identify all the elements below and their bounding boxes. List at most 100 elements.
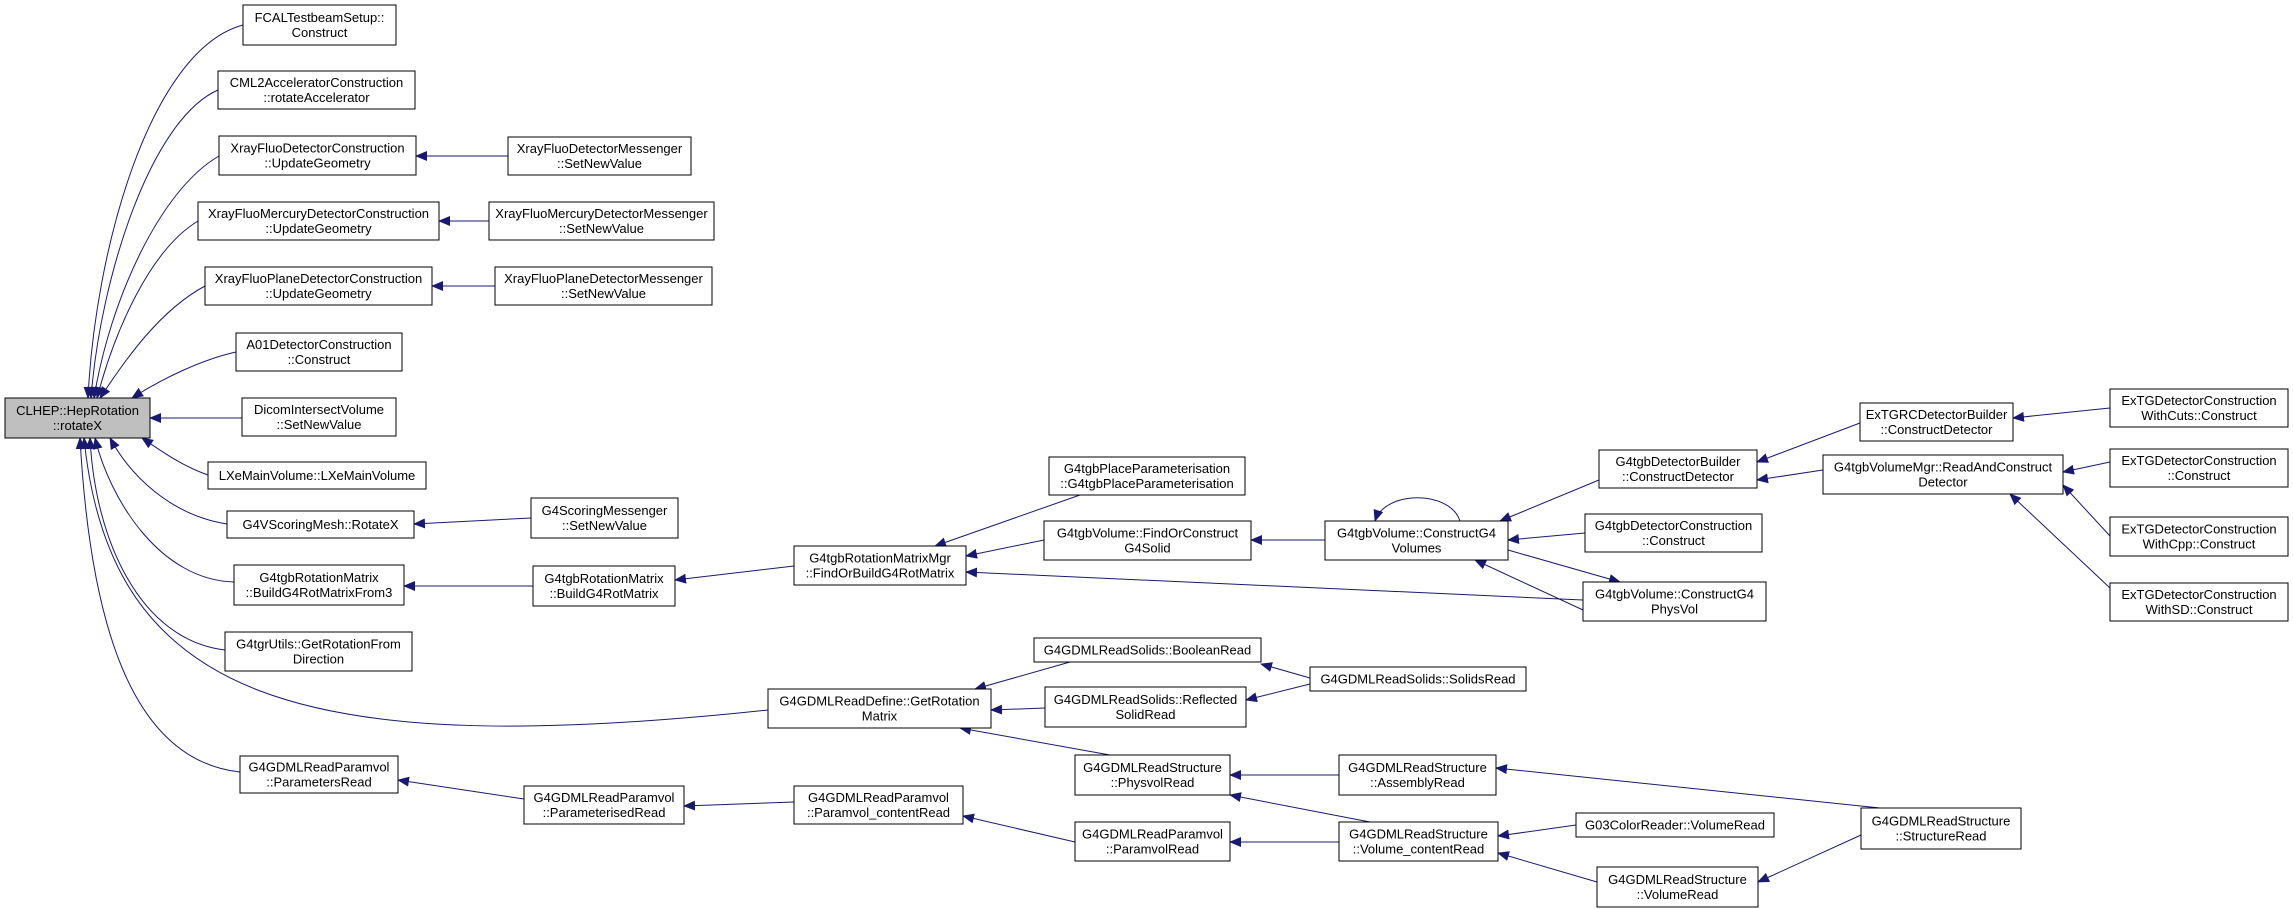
call-edge <box>2062 461 2111 475</box>
node-box <box>1044 686 1247 728</box>
node-box <box>507 136 692 176</box>
node-box <box>1033 637 1262 663</box>
graph-node[interactable]: G4tgbPlaceParameterisation::G4tgbPlacePa… <box>1048 456 1246 496</box>
graph-node[interactable]: ExTGDetectorConstruction::Construct <box>2109 448 2289 488</box>
node-label: G4GDMLReadStructure <box>1608 872 1747 887</box>
node-label: ::UpdateGeometry <box>265 221 372 236</box>
node-box <box>233 564 405 606</box>
graph-node[interactable]: G4GDMLReadSolids::BooleanRead <box>1033 637 1262 663</box>
call-edge <box>2009 493 2111 589</box>
graph-node[interactable]: G4GDMLReadParamvol::ParamvolRead <box>1074 821 1231 862</box>
call-edge <box>962 813 1076 843</box>
node-box <box>2109 448 2289 488</box>
node-label: G4GDMLReadParamvol <box>249 760 390 775</box>
node-label: ::ParametersRead <box>266 775 372 790</box>
graph-node[interactable]: ExTGDetectorConstructionWithCpp::Constru… <box>2109 516 2289 557</box>
call-edge <box>1756 422 1861 463</box>
graph-node[interactable]: LXeMainVolume::LXeMainVolume <box>207 461 427 490</box>
call-edge <box>683 800 795 811</box>
graph-node[interactable]: XrayFluoDetectorConstruction::UpdateGeom… <box>218 135 417 176</box>
graph-node[interactable]: G4VScoringMesh::RotateX <box>226 510 415 539</box>
graph-node[interactable]: ExTGRCDetectorBuilder::ConstructDetector <box>1859 402 2014 442</box>
node-label: G4GDMLReadSolids::SolidsRead <box>1320 672 1515 687</box>
graph-node[interactable]: G4GDMLReadStructure::AssemblyRead <box>1338 754 1497 796</box>
node-label: G4VScoringMesh::RotateX <box>242 517 398 532</box>
node-label: ExTGDetectorConstruction <box>2121 587 2276 602</box>
graph-node[interactable]: FCALTestbeamSetup::Construct <box>242 4 397 46</box>
graph-node[interactable]: ExTGDetectorConstructionWithCuts::Constr… <box>2109 388 2289 428</box>
graph-node[interactable]: XrayFluoPlaneDetectorMessenger::SetNewVa… <box>494 266 713 306</box>
call-edge <box>80 437 769 727</box>
node-label: G4tgrUtils::GetRotationFrom <box>236 637 401 652</box>
graph-node[interactable]: G4tgbDetectorConstruction::Construct <box>1584 513 1763 553</box>
node-label: ::ConstructDetector <box>1622 469 1735 484</box>
graph-node[interactable]: G4ScoringMessenger::SetNewValue <box>530 497 679 539</box>
graph-node[interactable]: XrayFluoMercuryDetectorConstruction::Upd… <box>197 201 440 241</box>
call-edge <box>1499 479 1600 522</box>
node-box <box>793 545 967 586</box>
node-box <box>1584 513 1763 553</box>
graph-node[interactable]: G4GDMLReadStructure::VolumeRead <box>1596 866 1759 908</box>
graph-node[interactable]: G4GDMLReadStructure::Volume_contentRead <box>1338 821 1499 862</box>
node-box <box>523 785 685 825</box>
graph-node[interactable]: G4tgbDetectorBuilder::ConstructDetector <box>1598 449 1758 489</box>
call-edge <box>141 437 209 476</box>
graph-node[interactable]: G4GDMLReadParamvol::ParametersRead <box>239 755 399 794</box>
call-edge <box>2062 484 2111 537</box>
node-box <box>1860 807 2022 850</box>
graph-node[interactable]: XrayFluoPlaneDetectorConstruction::Updat… <box>204 266 433 306</box>
node-label: ::Construct <box>1642 533 1705 548</box>
node-box <box>4 397 151 439</box>
node-box <box>494 266 713 306</box>
graph-node[interactable]: DicomIntersectVolume::SetNewValue <box>241 397 397 437</box>
graph-node[interactable]: G4GDMLReadStructure::PhysvolRead <box>1074 754 1231 796</box>
node-box <box>1859 402 2014 442</box>
node-label: SolidRead <box>1116 707 1176 722</box>
graph-node[interactable]: XrayFluoDetectorMessenger::SetNewValue <box>507 136 692 176</box>
node-box <box>207 461 427 490</box>
node-box <box>2109 516 2289 557</box>
node-label: ::SetNewValue <box>559 221 644 236</box>
node-label: WithCuts::Construct <box>2141 408 2257 423</box>
node-box <box>767 688 992 729</box>
node-label: G4ScoringMessenger <box>542 503 668 518</box>
graph-node[interactable]: ExTGDetectorConstructionWithSD::Construc… <box>2109 582 2289 622</box>
graph-node[interactable]: G4tgbRotationMatrix::BuildG4RotMatrix <box>532 565 676 607</box>
node-label: G4GDMLReadStructure <box>1348 760 1487 775</box>
graph-node[interactable]: G4GDMLReadStructure::StructureRead <box>1860 807 2022 850</box>
node-label: LXeMainVolume::LXeMainVolume <box>219 468 416 483</box>
graph-node[interactable]: CML2AcceleratorConstruction::rotateAccel… <box>217 70 416 110</box>
node-label: G4Solid <box>1124 541 1170 556</box>
graph-node[interactable]: XrayFluoMercuryDetectorMessenger::SetNew… <box>488 201 715 241</box>
node-box <box>1074 754 1231 796</box>
node-box <box>239 755 399 794</box>
node-label: G4tgbRotationMatrixMgr <box>809 551 951 566</box>
node-label: ::ParamvolRead <box>1106 842 1199 857</box>
node-label: ::rotateX <box>53 418 102 433</box>
node-label: G4tgbVolume::ConstructG4 <box>1337 526 1496 541</box>
node-label: G4tgbDetectorBuilder <box>1615 454 1741 469</box>
call-edge <box>1756 469 1824 484</box>
graph-node[interactable]: G03ColorReader::VolumeRead <box>1575 812 1775 838</box>
call-edge <box>1260 662 1311 679</box>
node-label: ::Paramvol_contentRead <box>807 805 950 820</box>
graph-node[interactable]: G4tgbRotationMatrix::BuildG4RotMatrixFro… <box>233 564 405 606</box>
node-label: ::Construct <box>288 352 351 367</box>
graph-node[interactable]: G4GDMLReadParamvol::Paramvol_contentRead <box>793 785 964 825</box>
node-label: ::BuildG4RotMatrix <box>549 586 659 601</box>
node-label: ::SetNewValue <box>561 286 646 301</box>
graph-node[interactable]: G4GDMLReadParamvol::ParameterisedRead <box>523 785 685 825</box>
graph-node[interactable]: G4GDMLReadSolids::SolidsRead <box>1309 666 1527 692</box>
call-edge <box>131 351 237 399</box>
graph-node[interactable]: G4tgbRotationMatrixMgr::FindOrBuildG4Rot… <box>793 545 967 586</box>
call-edge <box>397 776 525 800</box>
node-label: ::ParameterisedRead <box>543 805 666 820</box>
graph-node[interactable]: A01DetectorConstruction::Construct <box>235 332 403 372</box>
